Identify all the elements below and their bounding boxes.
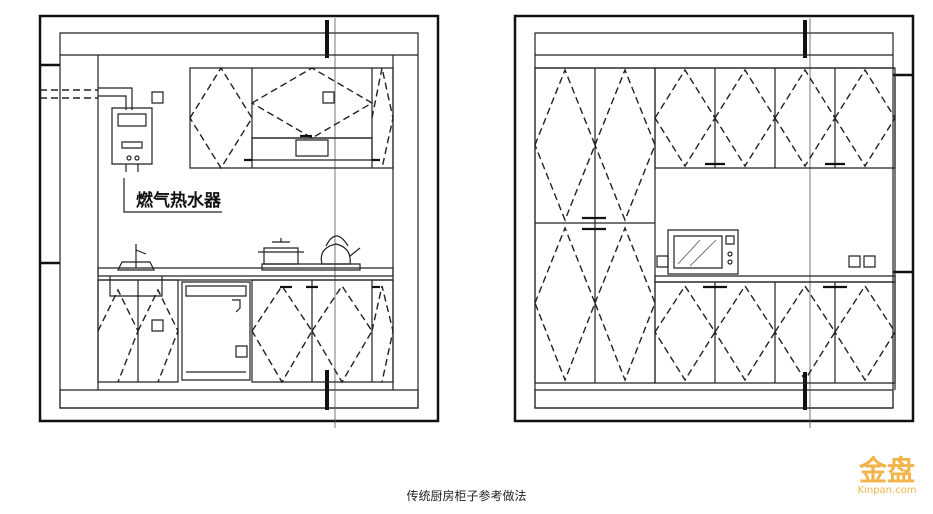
heater-pipe xyxy=(98,88,132,110)
outlet-icon xyxy=(236,346,247,357)
heater-label: 燃气热水器 xyxy=(136,190,222,211)
left-base-cabinets xyxy=(98,280,393,382)
water-heater-icon xyxy=(112,108,152,172)
outlet-icon xyxy=(657,256,668,267)
right-base-cabinets xyxy=(655,282,895,383)
outlet-icon xyxy=(849,256,860,267)
right-elevation xyxy=(515,16,913,428)
left-inner-wall xyxy=(60,33,418,408)
right-tall-cabinet xyxy=(535,68,655,383)
kettle-icon xyxy=(321,236,360,264)
watermark-logo: 金盘 Kinpan.com xyxy=(848,456,926,500)
left-upper-cabinets xyxy=(190,68,393,168)
figure-caption: 传统厨房柜子参考做法 xyxy=(406,489,527,503)
right-floor-line xyxy=(535,390,893,408)
heater-leader xyxy=(124,178,222,212)
heater-pipe-2 xyxy=(98,96,126,110)
range-hood xyxy=(252,138,372,160)
kitchen-elevation-drawings: 燃气热水器 xyxy=(0,0,933,480)
outlet-icon xyxy=(152,320,163,331)
microwave-icon xyxy=(668,230,738,274)
left-elevation: 燃气热水器 xyxy=(40,16,438,428)
left-floor-line xyxy=(60,390,418,408)
right-outer-wall xyxy=(515,16,913,421)
outlet-icon xyxy=(864,256,875,267)
cooktop xyxy=(262,264,360,270)
sink-icon xyxy=(110,244,162,296)
logo-url: Kinpan.com xyxy=(857,485,917,496)
left-countertop xyxy=(98,268,393,276)
outlet-icon xyxy=(323,92,334,103)
right-inner-wall xyxy=(535,33,893,408)
outlet-icon xyxy=(152,92,163,103)
right-upper-cabinets xyxy=(655,68,895,168)
pot-icon xyxy=(258,238,304,264)
left-outer-wall xyxy=(40,16,438,421)
dishwasher xyxy=(182,282,250,380)
logo-mark: 金盘 xyxy=(858,454,915,487)
right-countertop xyxy=(655,276,895,282)
